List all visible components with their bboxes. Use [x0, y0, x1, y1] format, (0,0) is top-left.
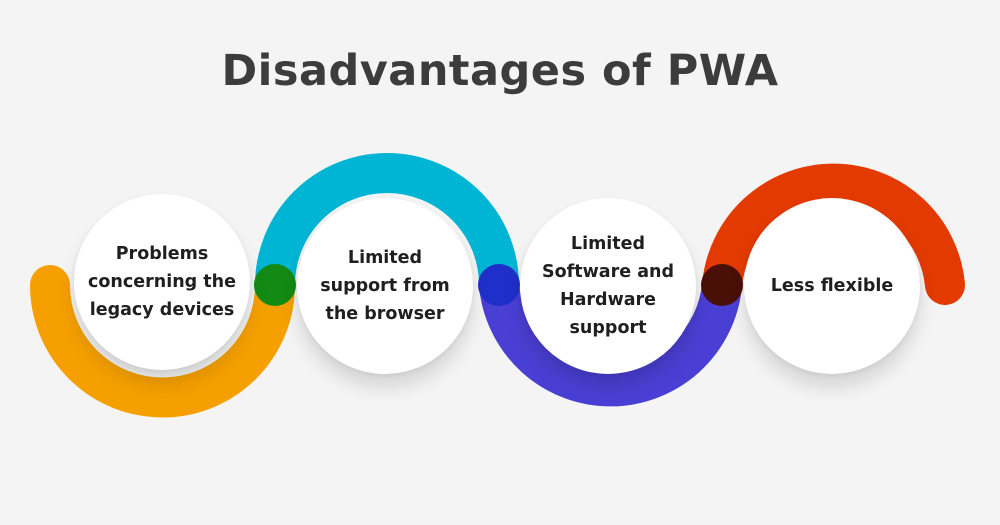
item-circle-2: Limited support from the browser — [297, 198, 473, 374]
arc-item-1 — [30, 265, 295, 418]
item-circle-1: Problems concerning the legacy devices — [74, 194, 250, 370]
item-circle-3: Limited Software and Hardware support — [520, 198, 696, 374]
item-label-2: Limited support from the browser — [320, 248, 450, 324]
item-label-3: Limited Software and Hardware support — [542, 234, 674, 338]
arc-item-2 — [255, 153, 519, 286]
item-circle-4: Less flexible — [744, 198, 920, 374]
item-label-4: Less flexible — [770, 276, 894, 296]
page-title: Disadvantages of PWA — [221, 46, 779, 96]
junction-dot-2 — [478, 264, 520, 306]
junction-dot-1 — [254, 264, 296, 306]
item-label-1: Problems concerning the legacy devices — [88, 244, 236, 320]
arc-item-4 — [702, 163, 965, 305]
junction-dot-3 — [701, 264, 743, 306]
arc-item-3 — [479, 282, 742, 407]
